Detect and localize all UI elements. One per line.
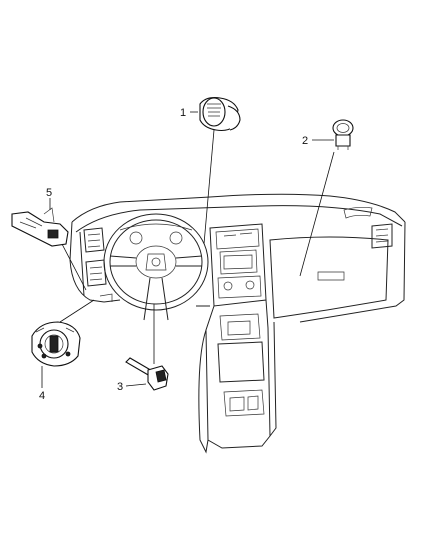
part-1-ignition-switch bbox=[199, 97, 241, 132]
callout-2: 2 bbox=[302, 135, 308, 147]
part-5-module bbox=[11, 207, 69, 247]
dashboard-illustration bbox=[69, 193, 406, 454]
callout-labels: 1 2 3 4 5 bbox=[39, 107, 308, 402]
part-4-headlamp-switch bbox=[31, 321, 81, 367]
callout-4: 4 bbox=[39, 390, 45, 402]
leader-lines bbox=[41, 111, 335, 388]
callout-1: 1 bbox=[180, 107, 186, 119]
steering-wheel-illustration bbox=[103, 213, 209, 321]
part-2-switch bbox=[332, 119, 354, 150]
callout-3: 3 bbox=[117, 381, 123, 393]
callout-5: 5 bbox=[46, 187, 52, 199]
part-3-lever bbox=[125, 357, 169, 391]
